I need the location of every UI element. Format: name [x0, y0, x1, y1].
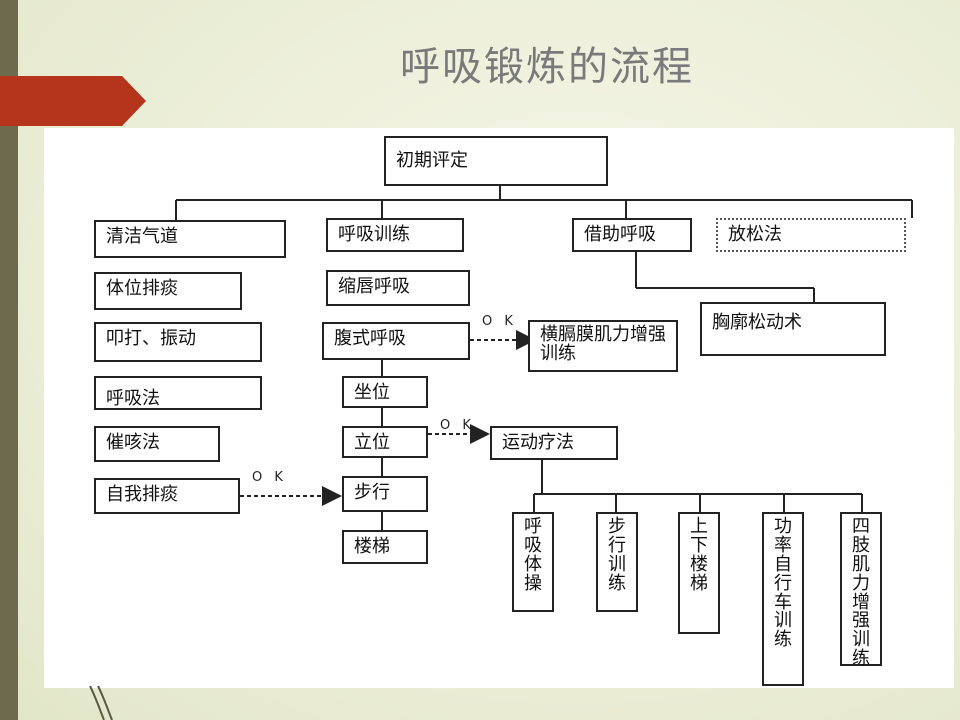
- edge-label-ok-exercise: O K: [440, 418, 475, 433]
- arrow-banner-shape: [0, 76, 146, 126]
- node-sitting: 坐位: [342, 376, 428, 408]
- node-percussion-vibration: 叩打、振动: [94, 322, 262, 362]
- node-stair-climbing: 上下楼梯: [678, 512, 720, 634]
- node-abdominal-breathing: 腹式呼吸: [322, 322, 470, 360]
- node-airway-clearance: 清洁气道: [94, 220, 286, 258]
- node-assisted-breathing: 借助呼吸: [572, 218, 692, 252]
- edge-label-ok-walking: O K: [252, 470, 287, 485]
- node-chest-mobilization: 胸廓松动术: [700, 302, 886, 356]
- node-breathing-method: 呼吸法: [94, 376, 262, 410]
- node-cycle-ergometer-training: 功率自行车训练: [762, 512, 804, 686]
- node-breathing-training: 呼吸训练: [326, 218, 464, 252]
- node-relaxation: 放松法: [716, 218, 906, 252]
- left-accent-bar: [0, 0, 18, 720]
- node-breathing-exercise: 呼吸体操: [512, 512, 554, 612]
- node-self-drainage: 自我排痰: [94, 478, 240, 514]
- slide-title: 呼吸锻炼的流程: [400, 44, 694, 90]
- node-limb-strength-training: 四肢肌力增强训练: [840, 512, 882, 668]
- node-standing: 立位: [342, 426, 428, 458]
- flowchart-panel: 初期评定 清洁气道 体位排痰 叩打、振动 呼吸法 催咳法 自我排痰 呼吸训练 缩…: [44, 128, 954, 688]
- corner-stroke-decoration: [89, 686, 113, 720]
- edge-label-ok-diaphragm: O K: [482, 314, 517, 329]
- node-cough-method: 催咳法: [94, 426, 220, 462]
- node-diaphragm-training: 横膈膜肌力增强训练: [528, 320, 678, 372]
- node-stairs: 楼梯: [342, 530, 428, 564]
- node-walking-training: 步行训练: [596, 512, 638, 612]
- node-exercise-therapy: 运动疗法: [490, 426, 618, 460]
- node-walking: 步行: [342, 476, 428, 512]
- node-initial-assessment: 初期评定: [384, 136, 608, 186]
- node-pursed-lip-breathing: 缩唇呼吸: [326, 270, 470, 306]
- node-postural-drainage: 体位排痰: [94, 272, 242, 310]
